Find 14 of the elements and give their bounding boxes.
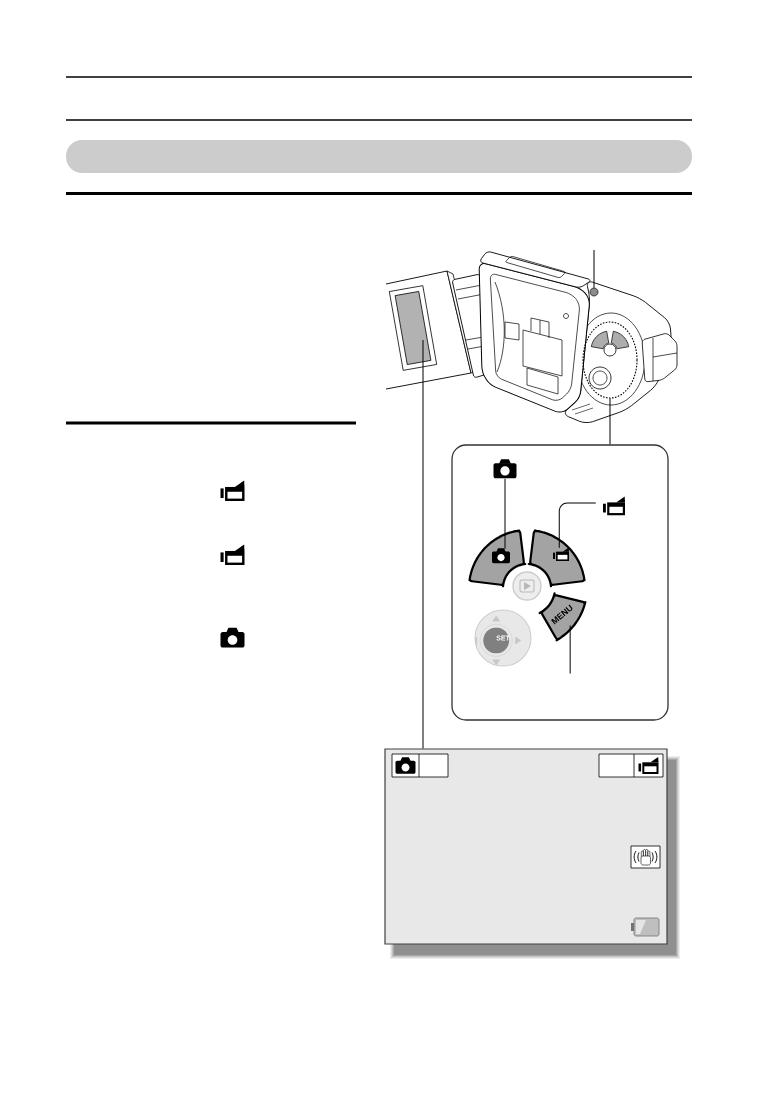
camera-icon (493, 459, 517, 479)
lcd-screen (394, 291, 432, 365)
leader-line (422, 339, 424, 749)
dotted-ellipse (582, 321, 638, 399)
play-button (512, 571, 542, 601)
leader-line (609, 398, 611, 445)
leader-line (593, 249, 595, 289)
camcorder-illustration (385, 251, 678, 423)
top-button (589, 287, 599, 297)
leader-line (504, 478, 506, 550)
leader-line (558, 502, 597, 549)
leader-line (569, 625, 571, 674)
screen-panel (384, 748, 680, 959)
video-camera-icon (603, 496, 625, 516)
